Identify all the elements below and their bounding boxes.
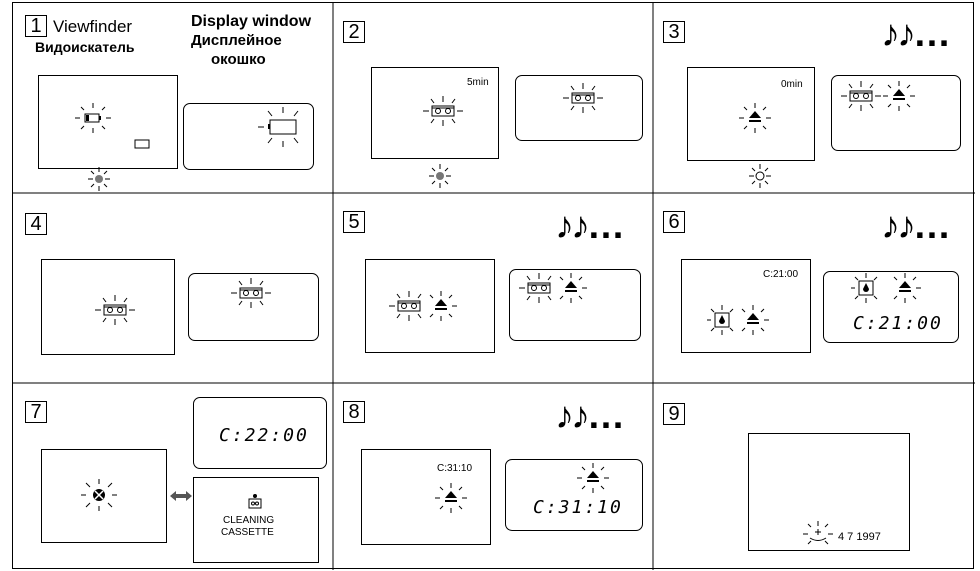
panel-4: 4 — [13, 193, 333, 383]
moisture-icon — [851, 273, 878, 303]
display-window-label-ru-2: окошко — [211, 51, 266, 68]
led-icon — [88, 167, 110, 191]
eject-icon — [435, 483, 467, 513]
eject-icon — [893, 273, 921, 303]
viewfinder-screen — [748, 433, 910, 551]
panel-7: 7 C:22:00 CLEANING CASSETTE — [13, 383, 333, 570]
step-number: 8 — [343, 401, 365, 423]
display-window-label: Display window — [191, 13, 312, 30]
error-code-display: C:31:10 — [533, 497, 623, 518]
date-display: 4 7 1997 — [838, 531, 881, 543]
grid-lines — [13, 3, 975, 570]
battery-icon — [258, 107, 299, 147]
battery-icon — [75, 103, 111, 133]
instruction-grid: 1 Viewfinder Видоискатель Display window… — [12, 2, 975, 570]
step-number: 9 — [663, 403, 685, 425]
panel-6: 6 ♪♪… C:21:00 C:21:00 — [653, 193, 975, 383]
eject-icon — [429, 291, 457, 321]
display-window-label-ru: Дисплейное — [191, 32, 282, 49]
remaining-time: 0min — [781, 79, 803, 90]
step-number: 4 — [25, 213, 47, 235]
error-code-display: C:21:00 — [853, 313, 943, 334]
moisture-icon — [707, 305, 734, 335]
step-number: 7 — [25, 401, 47, 423]
cassette-icon — [841, 81, 881, 111]
cassette-icon — [95, 295, 135, 325]
error-code-viewfinder: C:31:10 — [437, 463, 473, 474]
cleaning-cassette-box — [193, 477, 319, 563]
display-window-screen — [193, 397, 327, 469]
viewfinder-screen — [365, 259, 495, 353]
viewfinder-label: Viewfinder — [53, 17, 133, 36]
date-icon — [803, 521, 833, 545]
beep-notes-icon: ♪♪… — [555, 205, 625, 247]
viewfinder-screen — [361, 449, 491, 545]
display-window-screen — [515, 75, 643, 141]
display-window-screen — [505, 459, 643, 531]
step-number: 3 — [663, 21, 685, 43]
panel-9: 9 4 7 1997 — [653, 383, 975, 570]
display-window-screen — [183, 103, 314, 170]
cassette-icon — [519, 273, 552, 303]
beep-notes-icon: ♪♪… — [555, 395, 625, 437]
panel-8: 8 ♪♪… C:31:10 C:31:10 — [333, 383, 653, 570]
cross-icon — [81, 479, 117, 511]
viewfinder-screen — [687, 67, 815, 161]
step-number: 5 — [343, 211, 365, 233]
eject-icon — [577, 463, 609, 493]
cleaning-label: CLEANING — [223, 515, 275, 526]
display-window-screen — [823, 271, 959, 343]
eject-icon — [741, 305, 769, 335]
panel-1: 1 Viewfinder Видоискатель Display window… — [13, 3, 333, 193]
remaining-time: 5min — [467, 77, 489, 88]
eject-icon — [739, 103, 771, 133]
arrow-both-icon — [170, 491, 192, 501]
beep-notes-icon: ♪♪… — [881, 205, 951, 247]
led-icon — [429, 164, 451, 188]
step-number: 2 — [343, 21, 365, 43]
display-window-screen — [831, 75, 961, 151]
panel-5: 5 ♪♪… — [333, 193, 653, 383]
viewfinder-screen — [681, 259, 811, 353]
cleaning-label: CASSETTE — [221, 527, 274, 538]
error-code-viewfinder: C:21:00 — [763, 269, 799, 280]
step-number: 1 — [25, 15, 47, 37]
led-icon — [749, 164, 771, 188]
cassette-icon — [389, 291, 422, 321]
beep-notes-icon: ♪♪… — [881, 13, 951, 55]
cleaning-cassette-icon — [248, 494, 262, 509]
eject-icon — [883, 81, 915, 111]
cassette-icon — [563, 83, 603, 113]
eject-icon — [559, 273, 587, 303]
cassette-icon — [231, 278, 271, 308]
panel-2: 2 5min — [333, 3, 653, 193]
display-window-screen — [188, 273, 319, 341]
panel-3: 3 ♪♪… 0min — [653, 3, 975, 193]
cassette-icon — [423, 96, 463, 126]
error-code-display: C:22:00 — [219, 425, 309, 446]
step-number: 6 — [663, 211, 685, 233]
viewfinder-screen — [38, 75, 178, 169]
display-window-screen — [509, 269, 641, 341]
viewfinder-label-ru: Видоискатель — [35, 39, 135, 55]
battery-icon — [134, 139, 150, 149]
